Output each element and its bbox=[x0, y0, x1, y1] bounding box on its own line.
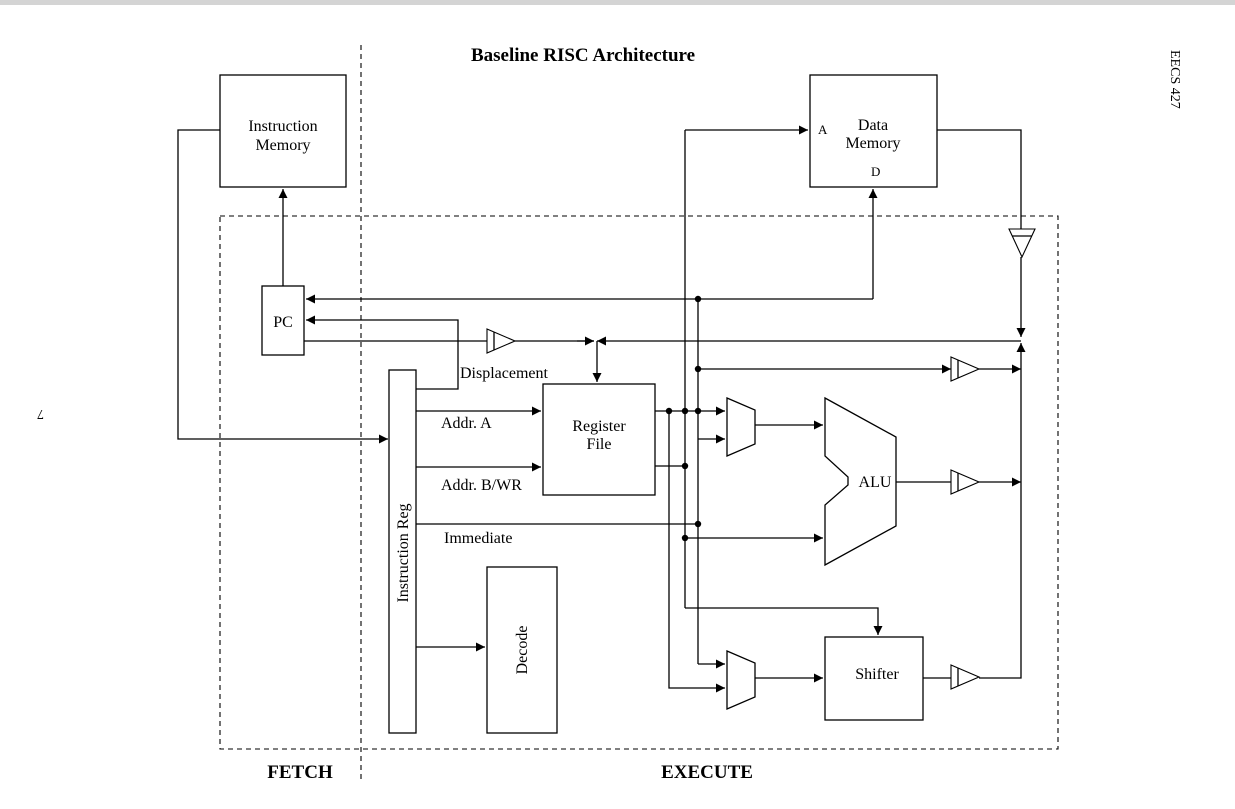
pc-block: PC bbox=[261, 285, 305, 356]
execute-stage-label: EXECUTE bbox=[661, 762, 753, 783]
displacement-buffer bbox=[486, 328, 517, 354]
alu-output-buffer bbox=[950, 469, 981, 495]
fetch-stage-label: FETCH bbox=[267, 762, 333, 783]
alu-block: ALU bbox=[824, 396, 897, 567]
data-memory-label-line1: Data bbox=[858, 117, 888, 134]
instruction-memory-label-line2: Memory bbox=[255, 137, 310, 154]
shifter-input-mux bbox=[726, 650, 756, 710]
viewer-top-edge bbox=[0, 0, 1235, 5]
addr-b-wr-label: Addr. B/WR bbox=[441, 477, 522, 494]
data-memory-block: Data Memory A D bbox=[809, 74, 938, 188]
register-file-label-line1: Register bbox=[572, 418, 626, 435]
memory-output-buffer bbox=[1008, 228, 1036, 259]
instruction-reg-label: Instruction Reg bbox=[395, 503, 412, 602]
instruction-reg-block: Instruction Reg bbox=[388, 369, 417, 734]
pc-output-buffer bbox=[950, 356, 981, 382]
shifter-output-buffer bbox=[950, 664, 981, 690]
register-file-block: Register File bbox=[542, 383, 656, 496]
pipeline-boundary bbox=[219, 215, 1059, 750]
wires bbox=[177, 125, 1026, 693]
decode-label: Decode bbox=[514, 626, 531, 675]
junction-dots bbox=[665, 295, 702, 542]
alu-label: ALU bbox=[859, 474, 892, 491]
instruction-memory-block: Instruction Memory bbox=[219, 74, 347, 188]
pc-label: PC bbox=[273, 314, 293, 331]
data-memory-port-d: D bbox=[871, 164, 880, 179]
data-memory-port-a: A bbox=[818, 122, 828, 137]
data-memory-label-line2: Memory bbox=[845, 135, 900, 152]
addr-a-label: Addr. A bbox=[441, 415, 492, 432]
instruction-memory-label-line1: Instruction bbox=[248, 118, 317, 135]
displacement-label: Displacement bbox=[460, 365, 549, 382]
decode-block: Decode bbox=[486, 566, 558, 734]
immediate-label: Immediate bbox=[444, 530, 512, 547]
shifter-label: Shifter bbox=[855, 666, 899, 683]
diagram-title: Baseline RISC Architecture bbox=[471, 45, 695, 66]
alu-input-mux bbox=[726, 397, 756, 457]
shifter-block: Shifter bbox=[824, 636, 924, 721]
register-file-label-line2: File bbox=[587, 436, 612, 453]
page-number: 7 bbox=[37, 406, 44, 421]
course-label: EECS 427 bbox=[1167, 50, 1182, 109]
